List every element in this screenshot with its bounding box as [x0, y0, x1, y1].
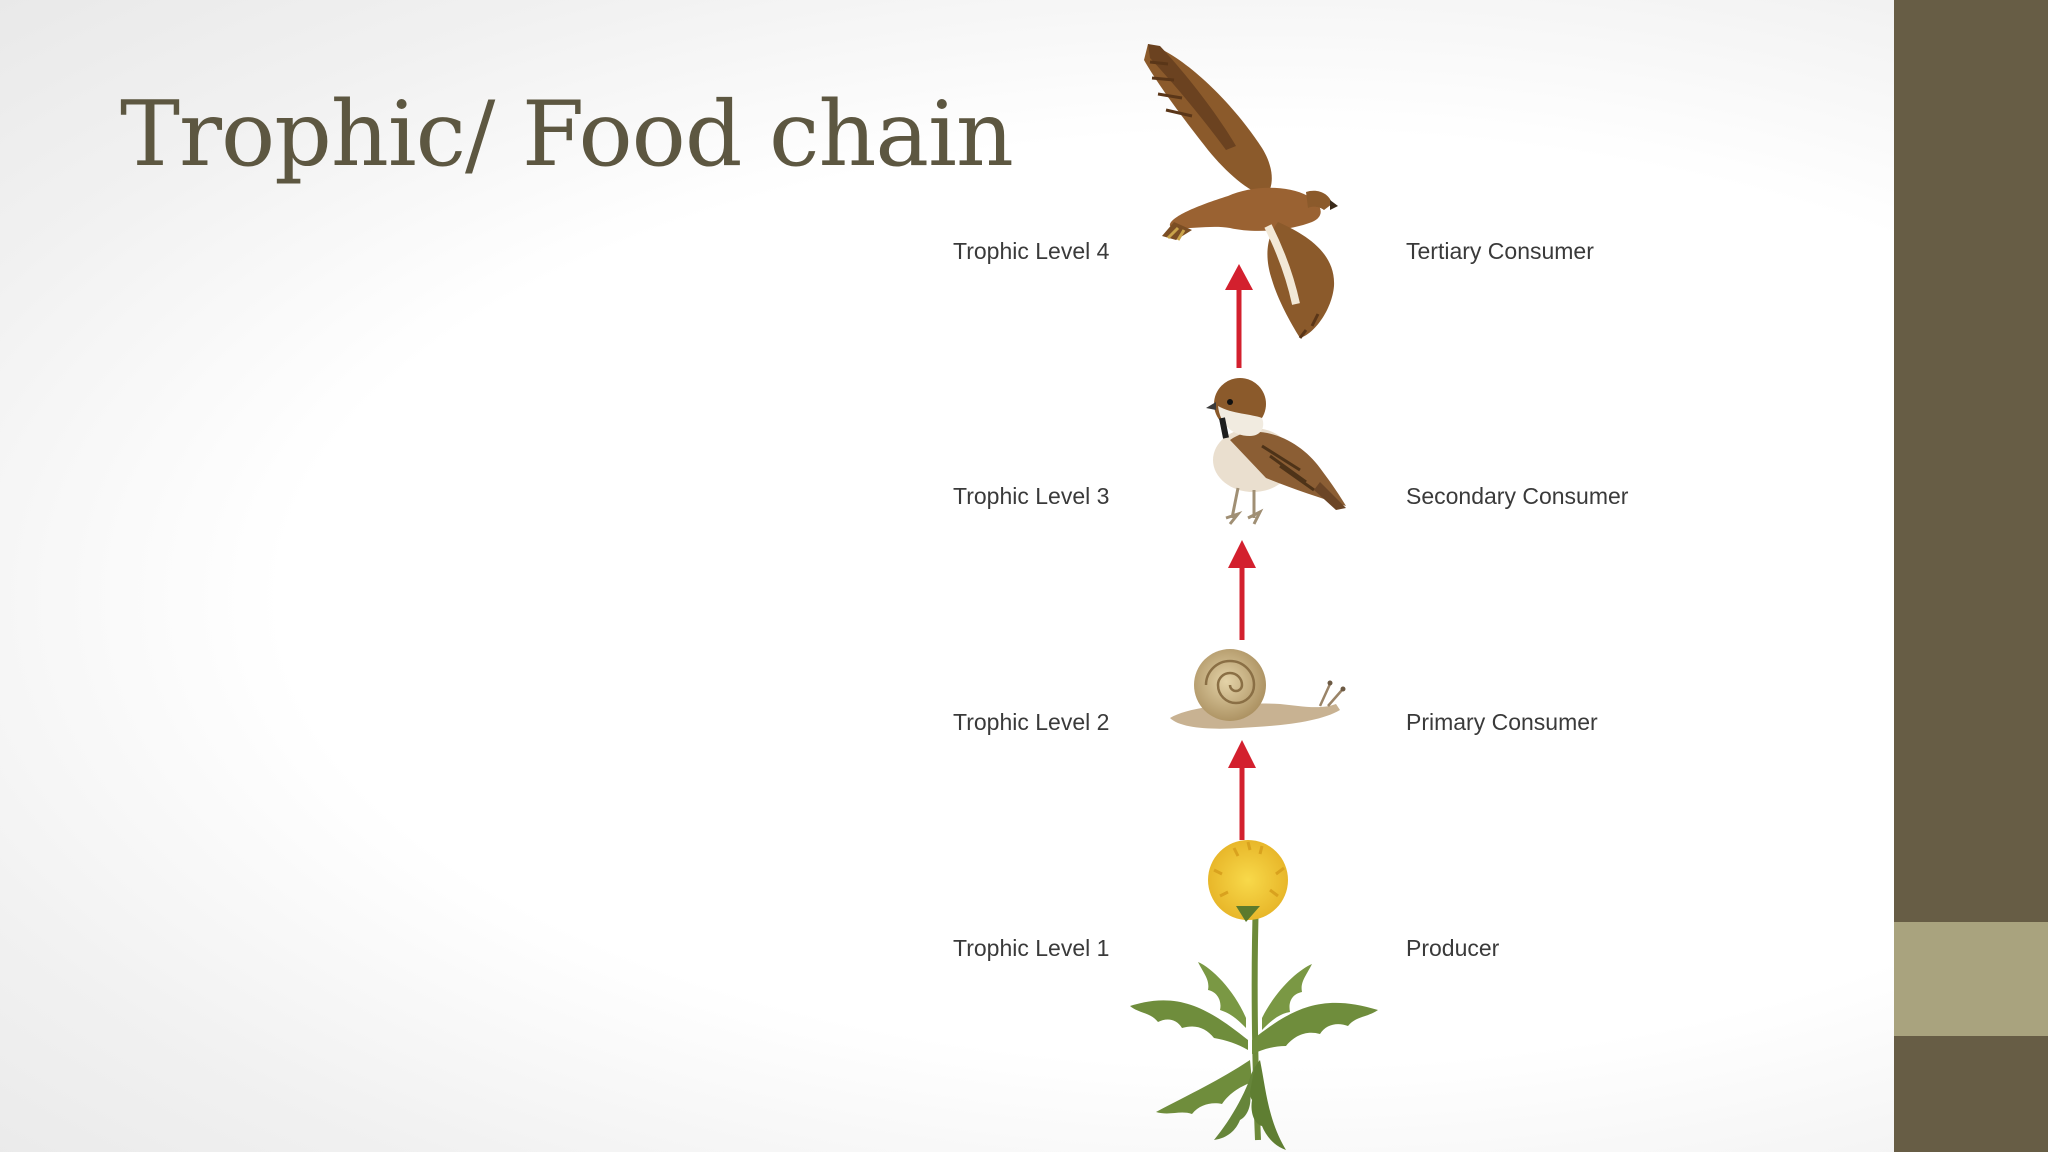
sidebar-accent-block [1894, 922, 2048, 1036]
tertiary-consumer-label: Tertiary Consumer [1406, 238, 1594, 264]
hawk-icon [1144, 44, 1338, 339]
snail-icon [1170, 649, 1346, 729]
producer-label: Producer [1406, 935, 1500, 961]
primary-consumer-label: Primary Consumer [1406, 709, 1598, 735]
arrow-level-1-to-2 [1228, 740, 1256, 840]
arrow-level-3-to-4 [1225, 264, 1253, 368]
slide-title: Trophic/ Food chain [120, 82, 1014, 187]
trophic-level-3-label: Trophic Level 3 [953, 483, 1110, 509]
trophic-level-4-label: Trophic Level 4 [953, 238, 1110, 264]
secondary-consumer-label: Secondary Consumer [1406, 483, 1629, 509]
sparrow-icon [1206, 378, 1346, 525]
dandelion-icon [1130, 840, 1378, 1150]
trophic-level-2-label: Trophic Level 2 [953, 709, 1110, 735]
arrow-level-2-to-3 [1228, 540, 1256, 640]
trophic-level-1-label: Trophic Level 1 [953, 935, 1110, 961]
